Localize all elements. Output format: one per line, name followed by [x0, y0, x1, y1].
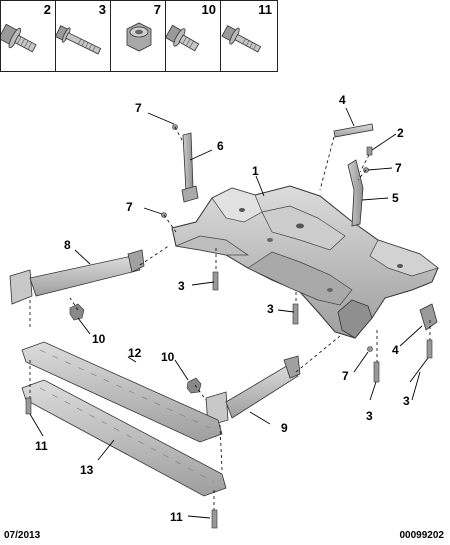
callout-bar-13: 13: [80, 463, 94, 477]
callout-part-4: 4: [339, 93, 346, 107]
reinforcement-arm-8: [9, 249, 145, 305]
legend-cell-bolt-10: 10: [164, 1, 221, 71]
front-subframe: [171, 185, 439, 339]
washer-bolt-icon: [221, 25, 262, 53]
callout-subframe: 1: [252, 164, 259, 178]
callout-bolt-11: 11: [170, 510, 183, 524]
legend-cell-bolt-3: 3: [54, 1, 111, 71]
bracket-5: [347, 159, 364, 227]
stabilizer-link-6: [181, 132, 199, 203]
callout-bolt-10: 10: [161, 350, 175, 364]
leader-lines: [29, 107, 429, 519]
callout-labels: 1 2 3 3 3 3 4 4 5 6 7 7 7 7 8 9 10 10 11…: [35, 93, 410, 524]
callout-bolt-10: 10: [92, 332, 106, 346]
callout-bolt-3: 3: [178, 279, 185, 293]
callout-bolt-3: 3: [267, 302, 274, 316]
callout-arm-9: 9: [281, 421, 288, 435]
legend-cell-bolt-11: 11: [221, 1, 276, 71]
callout-bar-12: 12: [128, 346, 142, 360]
diagram-date: 07/2013: [4, 530, 41, 541]
callout-link-6: 6: [217, 139, 224, 153]
flange-bolt-icon: [0, 23, 37, 53]
short-flange-bolt-icon: [164, 24, 200, 52]
callout-nut-7: 7: [135, 101, 142, 115]
callout-nut-7: 7: [395, 161, 402, 175]
diagram-reference: 00099202: [399, 530, 445, 541]
callout-bracket-5: 5: [392, 191, 399, 205]
hex-nut-icon: [126, 22, 152, 52]
callout-bolt-2: 2: [397, 126, 404, 140]
callout-part-4: 4: [392, 343, 399, 357]
legend-number: 11: [258, 2, 272, 17]
reinforcement-arm-9: [205, 355, 301, 427]
callout-nut-7: 7: [342, 369, 349, 383]
callout-bolt-3: 3: [403, 394, 410, 408]
callout-bolt-3: 3: [366, 409, 373, 423]
callout-nut-7: 7: [126, 200, 133, 214]
tie-rod-4-top: [333, 123, 374, 138]
legend-cell-nut-7: 7: [111, 1, 166, 71]
legend-number: 2: [43, 2, 51, 17]
fastener-markers: [25, 124, 433, 529]
alignment-lines: [29, 126, 431, 510]
legend-number: 7: [153, 2, 161, 17]
legend-number: 3: [98, 2, 106, 17]
legend-number: 10: [201, 2, 216, 17]
mount-4-bottom: [419, 303, 438, 331]
long-bolt-icon: [54, 25, 102, 55]
callout-bolt-11: 11: [35, 439, 48, 453]
callout-arm-8: 8: [64, 238, 71, 252]
fastener-legend: 2 3 7 10: [0, 0, 278, 72]
underbody-bar-12: [21, 341, 223, 443]
